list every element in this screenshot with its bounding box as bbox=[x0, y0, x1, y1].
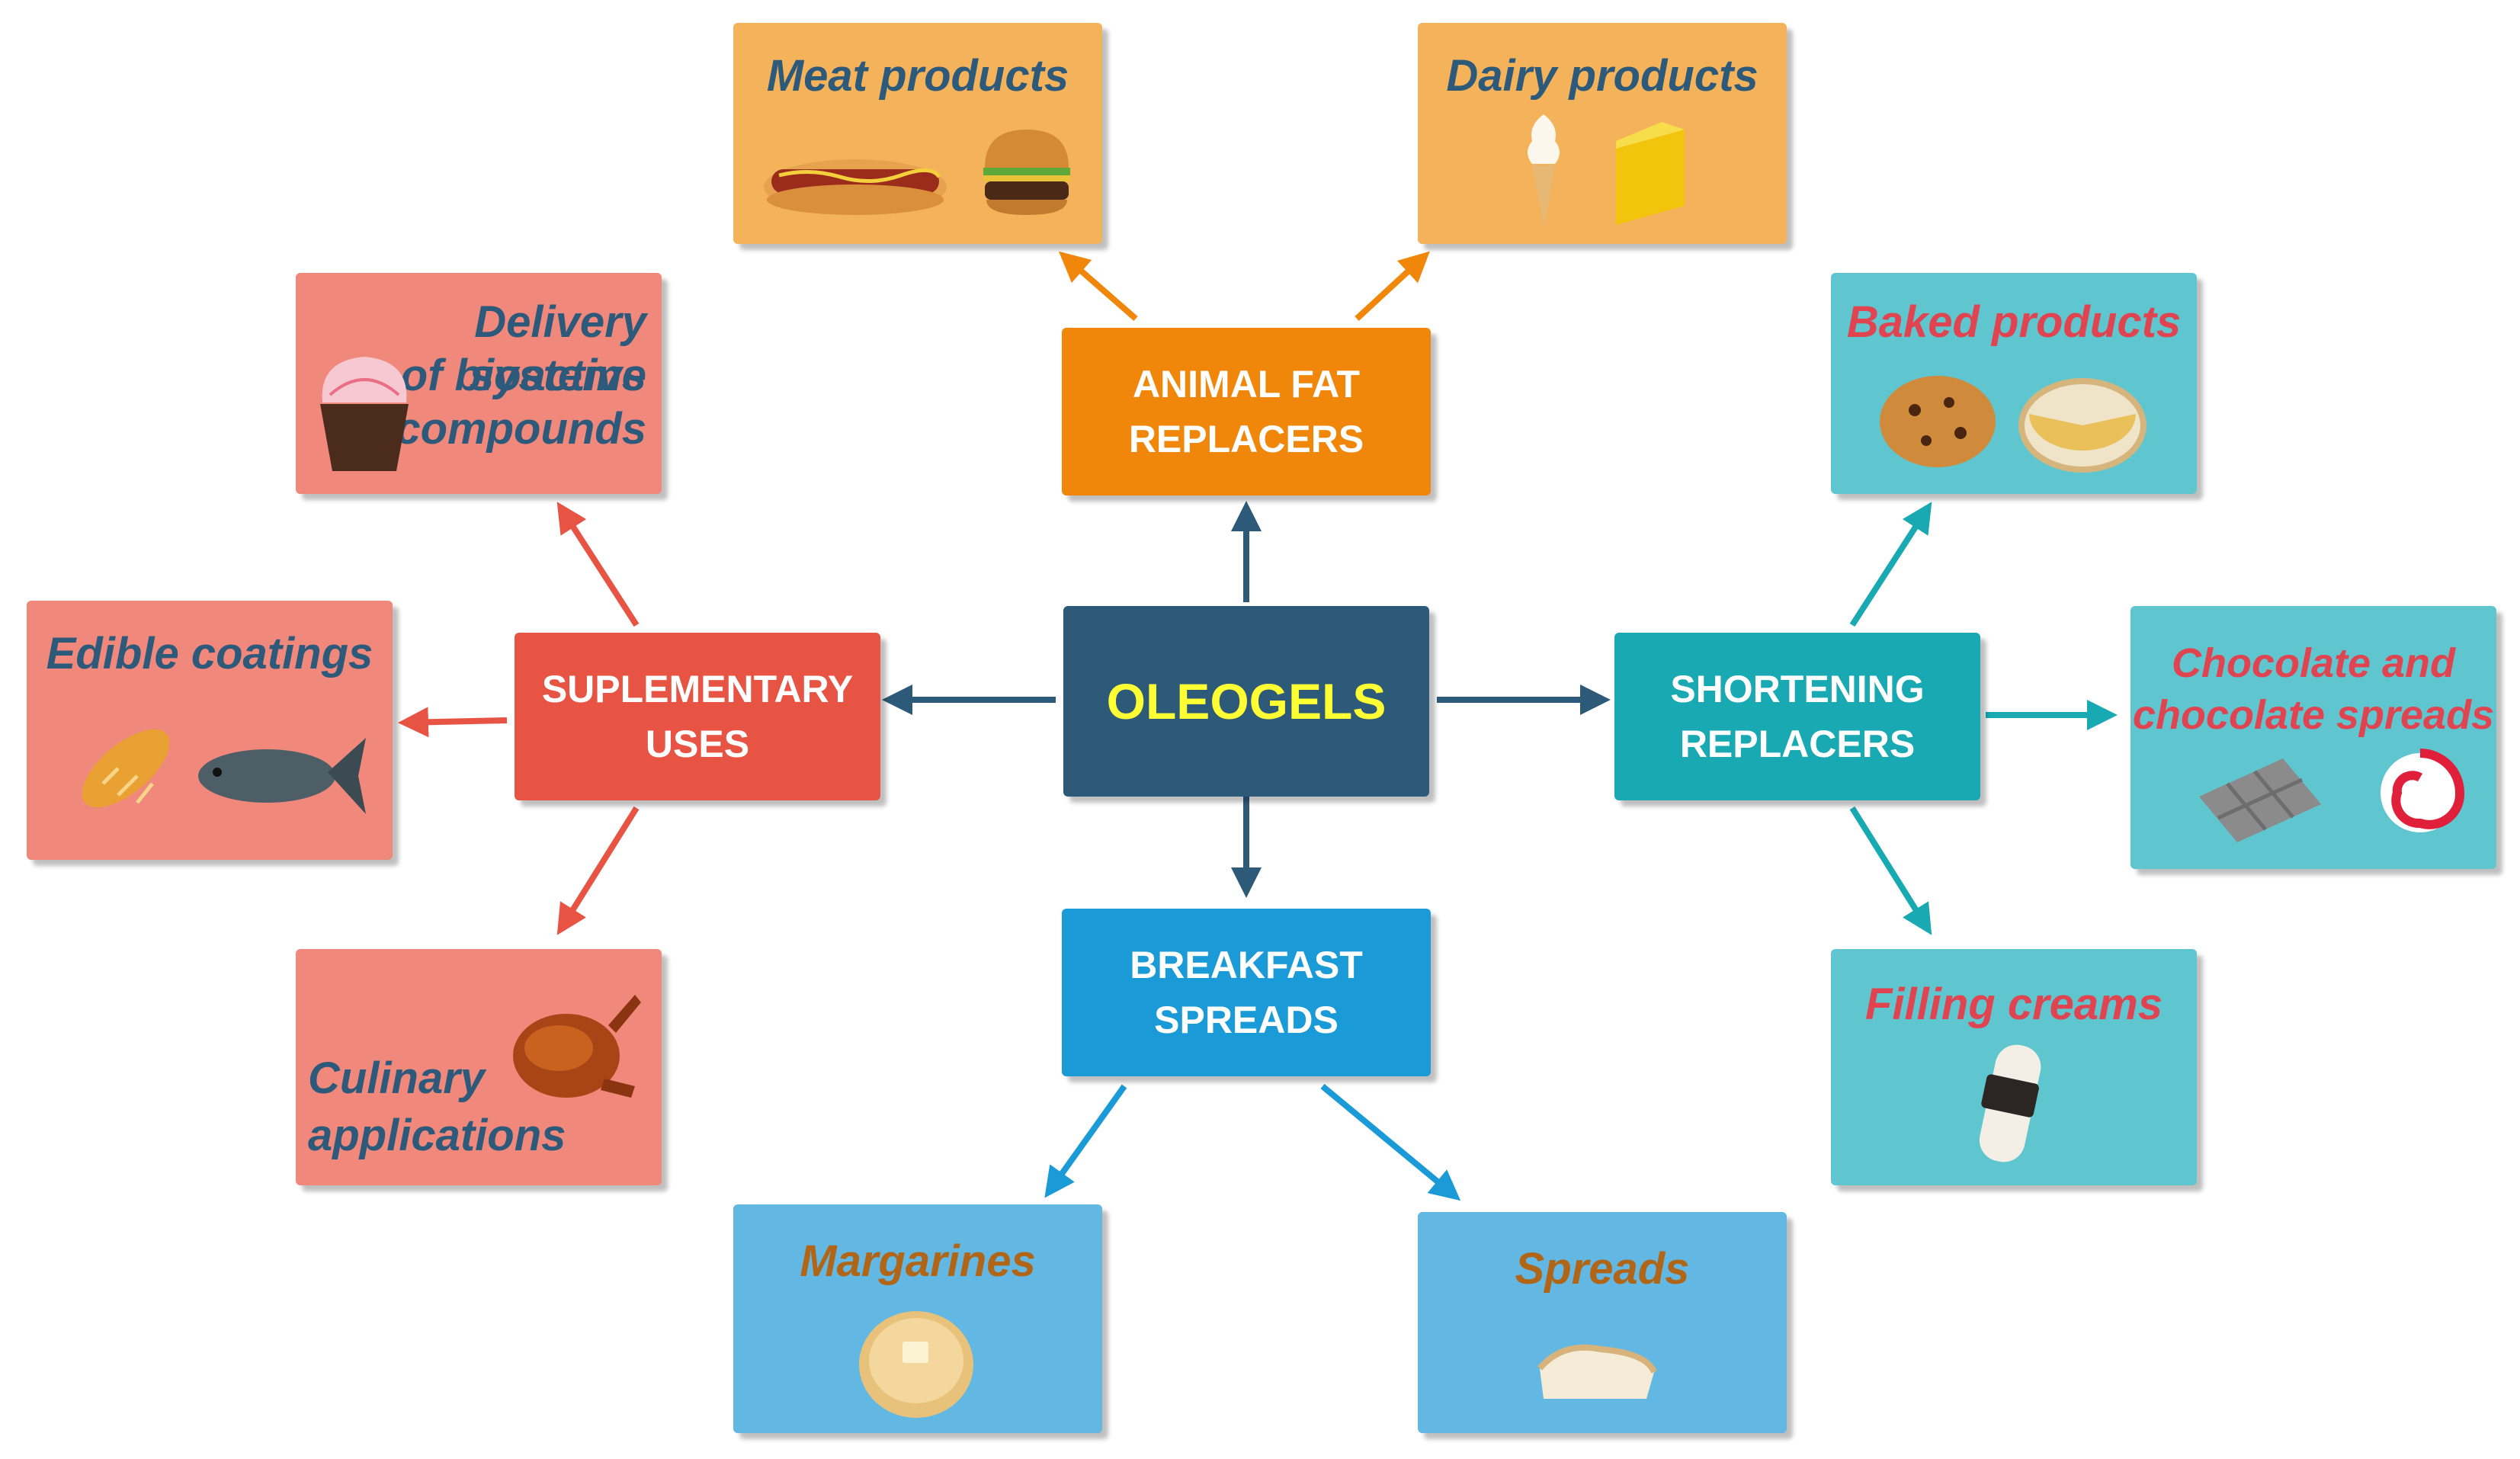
cream-roll-icon bbox=[1979, 1044, 2041, 1162]
hub-label-line-2: USES bbox=[645, 723, 750, 765]
leaf-meat-products: Meat products bbox=[733, 23, 1102, 244]
hub-label-line-2: REPLACERS bbox=[1679, 723, 1916, 765]
leaf-title-line-1: Delivery systems bbox=[469, 297, 646, 400]
hot-dog-icon bbox=[764, 159, 947, 215]
hub-breakfast-spreads: BREAKFAST SPREADS bbox=[1062, 909, 1431, 1076]
hub-label-line-1: BREAKFAST bbox=[1130, 944, 1363, 986]
arrow-breakfast-to-margarines bbox=[1044, 1084, 1127, 1198]
cupcake-icon bbox=[320, 357, 409, 471]
leaf-title-line-3: compounds bbox=[396, 404, 646, 454]
hub-animal-fat-replacers: ANIMAL FAT REPLACERS bbox=[1062, 328, 1431, 495]
leaf-chocolate-spreads: Chocolate and chocolate spreads bbox=[2130, 606, 2496, 869]
chocolate-bar-icon bbox=[2199, 758, 2321, 842]
ice-cream-cone-icon bbox=[1528, 114, 1560, 229]
leaf-baked-products: Baked products bbox=[1831, 273, 2197, 494]
center-node-oleogels: OLEOGELS bbox=[1063, 606, 1429, 797]
pancake-with-butter-icon bbox=[859, 1311, 973, 1418]
cheese-wedge-icon bbox=[1616, 122, 1685, 225]
leaf-title-line-2: of bioactive bbox=[400, 351, 646, 400]
leaf-title: Dairy products bbox=[1446, 51, 1759, 101]
leaf-delivery-systems: Delivery systems of bioactive compounds bbox=[296, 273, 662, 494]
bread-icon bbox=[82, 729, 170, 808]
leaf-title: Filling creams bbox=[1864, 980, 2163, 1029]
arrow-shortening-to-filling bbox=[1849, 806, 1932, 935]
leaf-title-line-2: applications bbox=[308, 1111, 566, 1160]
leaf-title: Meat products bbox=[766, 51, 1069, 101]
arrow-supplementary-to-coatings bbox=[398, 707, 508, 738]
leaf-title-line-1: Chocolate and bbox=[2171, 640, 2456, 686]
hub-label-line-2: REPLACERS bbox=[1128, 418, 1364, 460]
leaf-margarines: Margarines bbox=[733, 1204, 1102, 1433]
swirl-candy-icon bbox=[2381, 749, 2465, 832]
fish-icon bbox=[198, 738, 366, 814]
leaf-filling-creams: Filling creams bbox=[1831, 949, 2197, 1185]
hub-label-line-1: SUPLEMENTARY bbox=[541, 668, 854, 710]
leaf-edible-coatings: Edible coatings bbox=[27, 601, 393, 860]
arrow-animal-fat-to-dairy bbox=[1355, 251, 1430, 321]
leaf-title: Spreads bbox=[1515, 1244, 1690, 1294]
arrow-breakfast-to-spreads bbox=[1320, 1083, 1461, 1201]
arrow-shortening-to-baked bbox=[1849, 502, 1932, 627]
leaf-title: Edible coatings bbox=[46, 629, 374, 678]
bread-slice-icon bbox=[1537, 1344, 1657, 1399]
hub-shortening-replacers: SHORTENING REPLACERS bbox=[1614, 633, 1980, 800]
leaf-culinary-applications: Culinary applications bbox=[296, 949, 662, 1185]
pie-icon bbox=[2018, 378, 2146, 473]
hub-label-line-1: SHORTENING bbox=[1670, 668, 1925, 710]
cookie-icon bbox=[1880, 376, 1996, 467]
burger-icon bbox=[983, 130, 1070, 215]
hub-label-line-2: SPREADS bbox=[1154, 999, 1339, 1041]
hub-label-line-1: ANIMAL FAT bbox=[1132, 363, 1361, 406]
roast-chicken-icon bbox=[513, 995, 641, 1098]
leaf-spreads: Spreads bbox=[1418, 1212, 1787, 1433]
arrow-supplementary-to-delivery bbox=[556, 502, 640, 627]
arrow-supplementary-to-culinary bbox=[556, 806, 640, 935]
leaf-title-line-2: chocolate spreads bbox=[2132, 692, 2495, 738]
leaf-title: Baked products bbox=[1846, 297, 2182, 347]
leaf-title: Margarines bbox=[800, 1236, 1036, 1286]
leaf-dairy-products: Dairy products bbox=[1418, 23, 1787, 244]
arrow-animal-fat-to-meat bbox=[1058, 251, 1138, 322]
hub-supplementary-uses: SUPLEMENTARY USES bbox=[515, 633, 880, 800]
center-label: OLEOGELS bbox=[1106, 673, 1387, 730]
leaf-title-line-1: Culinary bbox=[308, 1053, 486, 1103]
